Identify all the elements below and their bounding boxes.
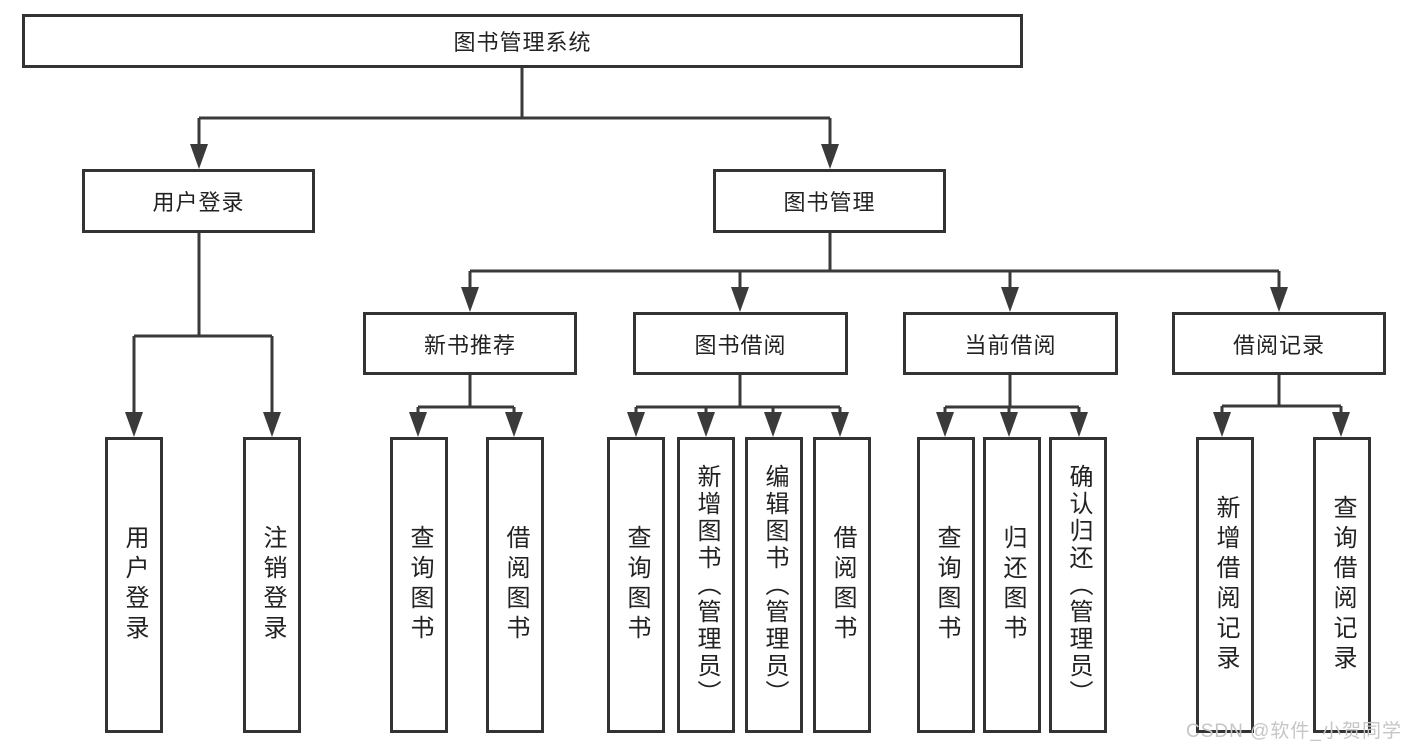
node-current-borrow: 当前借阅 <box>903 312 1118 375</box>
leaf-add-borrow-record: 新增借阅记录 <box>1196 437 1254 733</box>
node-user-login-label: 用户登录 <box>152 190 245 215</box>
leaf-add-borrow-record-label: 新增借阅记录 <box>1212 495 1239 675</box>
leaf-edit-book-admin: 编辑图书（管理员） <box>745 437 803 733</box>
leaf-borrow-books-2-label: 借阅图书 <box>829 525 856 645</box>
node-book-management-label: 图书管理 <box>783 190 876 215</box>
leaf-confirm-return-admin-label: 确认归还（管理员） <box>1065 463 1092 707</box>
leaf-user-login: 用户登录 <box>105 437 163 733</box>
node-book-borrow: 图书借阅 <box>633 312 848 375</box>
leaf-borrow-books-1: 借阅图书 <box>486 437 544 733</box>
csdn-watermark: CSDN @软件_小贺同学 <box>1186 721 1402 742</box>
leaf-user-login-label: 用户登录 <box>121 525 148 645</box>
node-new-book-recommend-label: 新书推荐 <box>423 332 516 358</box>
connector-root-to-level2 <box>190 68 839 169</box>
leaf-return-book-label: 归还图书 <box>999 525 1026 645</box>
leaf-query-books-2: 查询图书 <box>607 437 665 733</box>
leaf-logout-label: 注销登录 <box>259 525 286 645</box>
leaf-borrow-books-2: 借阅图书 <box>813 437 871 733</box>
leaf-query-books-2-label: 查询图书 <box>623 525 650 645</box>
leaf-query-books-3-label: 查询图书 <box>933 525 960 645</box>
leaf-edit-book-admin-label: 编辑图书（管理员） <box>761 463 788 707</box>
leaf-add-book-admin: 新增图书（管理员） <box>677 437 735 733</box>
node-current-borrow-label: 当前借阅 <box>964 332 1057 358</box>
leaf-logout: 注销登录 <box>243 437 301 733</box>
node-root-label: 图书管理系统 <box>453 30 592 55</box>
leaf-query-books-3: 查询图书 <box>917 437 975 733</box>
connector-current-borrow-leaves <box>936 375 1088 437</box>
connector-user-login-leaves <box>125 233 281 437</box>
node-root: 图书管理系统 <box>22 14 1023 68</box>
connector-new-book-recommend-leaves <box>409 375 523 437</box>
leaf-query-borrow-record-label: 查询借阅记录 <box>1329 495 1356 675</box>
node-book-borrow-label: 图书借阅 <box>694 332 787 358</box>
node-user-login: 用户登录 <box>82 169 315 233</box>
node-new-book-recommend: 新书推荐 <box>363 312 577 375</box>
leaf-query-borrow-record: 查询借阅记录 <box>1313 437 1371 733</box>
connector-borrow-records-leaves <box>1213 375 1350 437</box>
node-borrow-records-label: 借阅记录 <box>1232 332 1325 358</box>
node-book-management: 图书管理 <box>713 169 946 233</box>
leaf-query-books-1-label: 查询图书 <box>406 525 433 645</box>
node-borrow-records: 借阅记录 <box>1172 312 1386 375</box>
leaf-query-books-1: 查询图书 <box>390 437 448 733</box>
leaf-borrow-books-1-label: 借阅图书 <box>502 525 529 645</box>
leaf-add-book-admin-label: 新增图书（管理员） <box>693 463 720 707</box>
connector-book-management-level3 <box>461 233 1288 312</box>
connector-book-borrow-leaves <box>627 375 849 437</box>
leaf-return-book: 归还图书 <box>983 437 1041 733</box>
leaf-confirm-return-admin: 确认归还（管理员） <box>1049 437 1107 733</box>
